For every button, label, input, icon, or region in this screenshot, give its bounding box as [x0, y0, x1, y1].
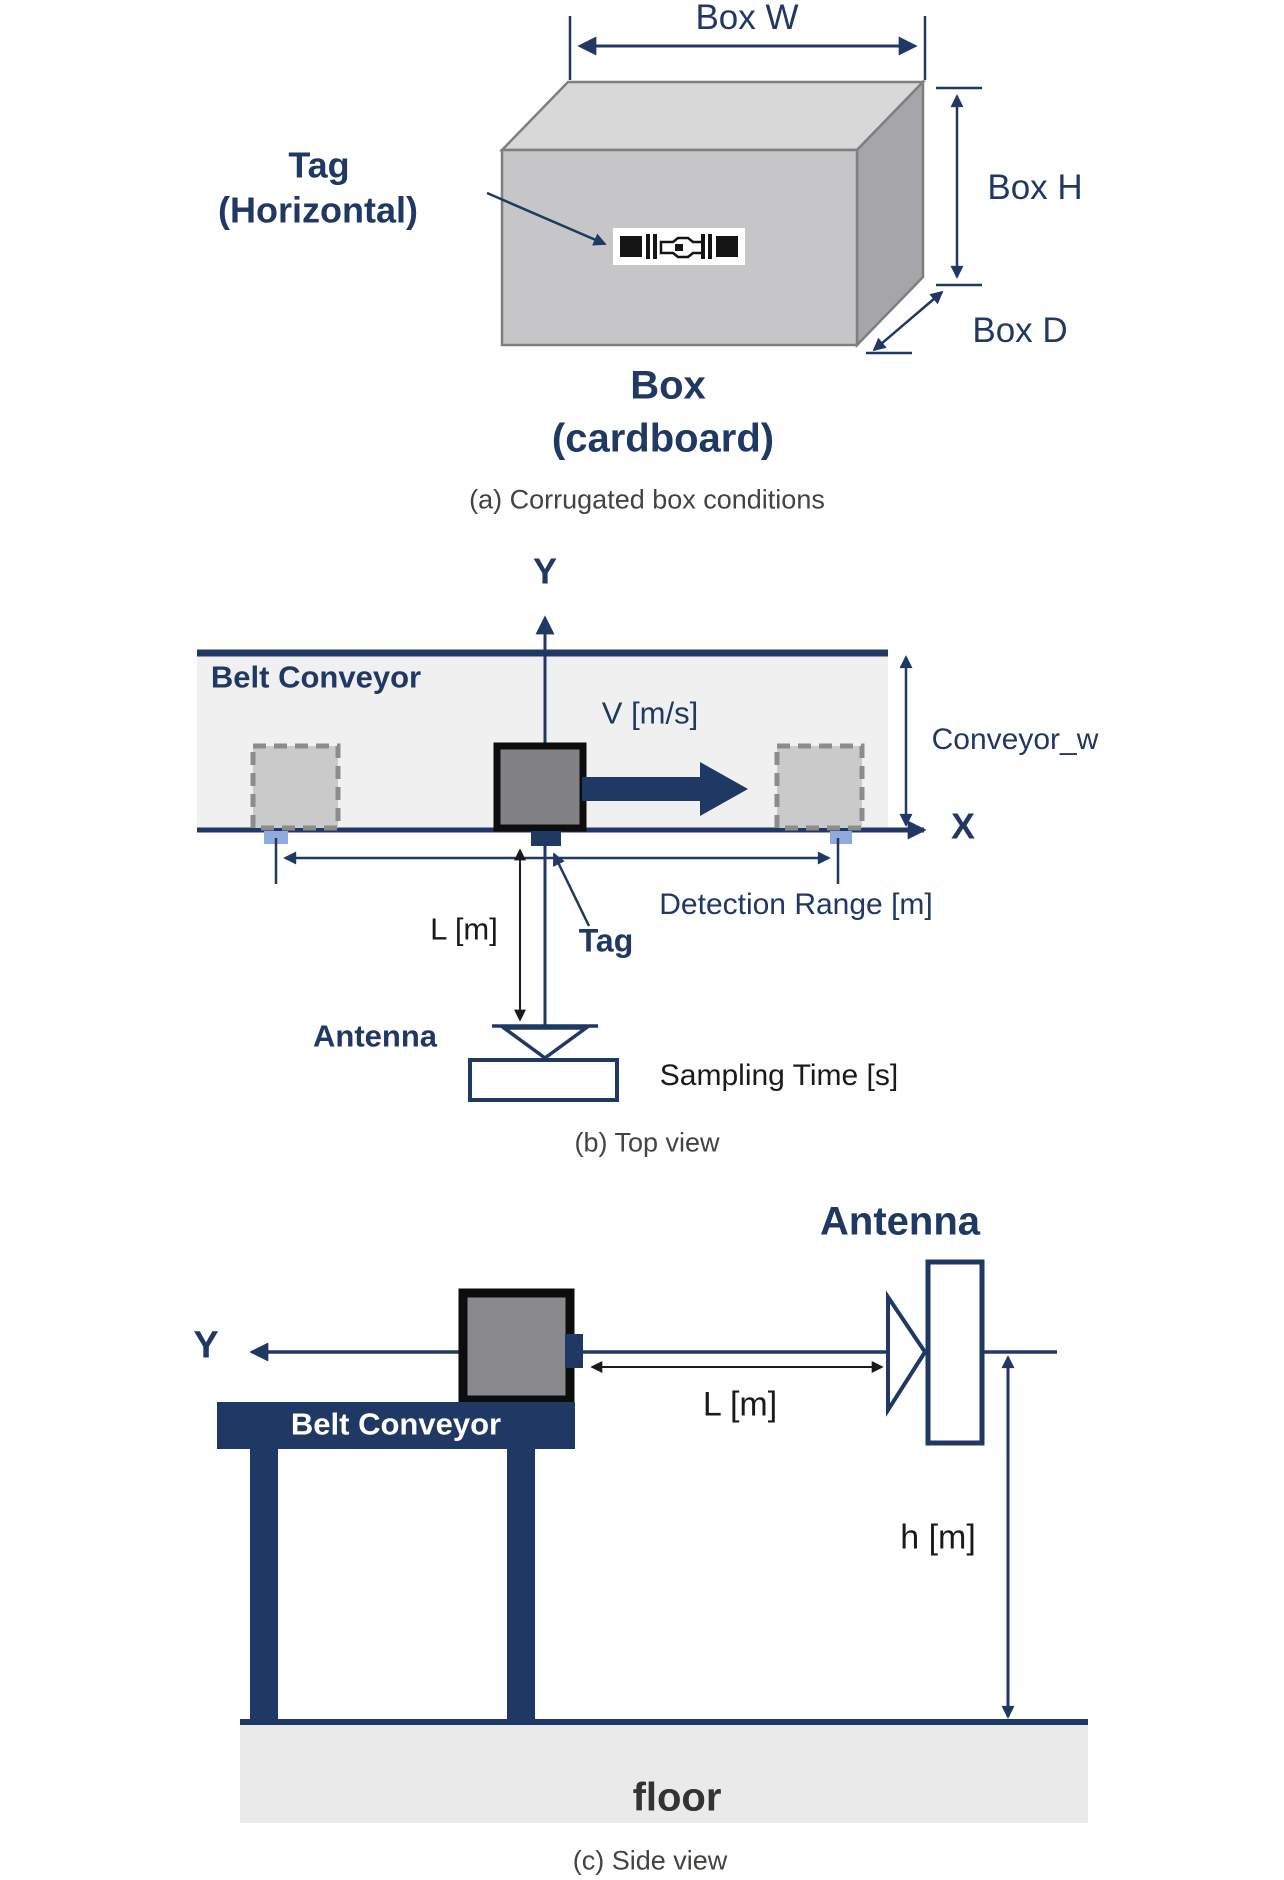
rfid-tag-chip	[675, 244, 683, 251]
tag-callout-line1: Tag	[288, 144, 350, 186]
tag-callout-line2: (Horizontal)	[218, 189, 418, 231]
distance-label-side-view: L [m]	[702, 1385, 778, 1424]
antenna-horn-side-view	[886, 1290, 928, 1417]
box-top-face	[499, 80, 926, 152]
velocity-arrow	[582, 762, 748, 816]
belt-table-top	[217, 1402, 575, 1449]
belt-table-leg-left	[250, 1449, 278, 1722]
box-on-belt-side-view	[458, 1288, 575, 1405]
antenna-horn-top-view	[498, 1026, 592, 1061]
rfid-tag-bar	[653, 234, 657, 259]
cardboard-box-3d	[499, 78, 926, 349]
box-w-label: Box W	[695, 0, 799, 38]
distance-label-top-view: L [m]	[430, 911, 498, 947]
tag-label-top-view: Tag	[578, 922, 634, 959]
tag-marker-side-view	[565, 1334, 583, 1368]
antenna-side-view	[886, 1259, 985, 1446]
rfid-tag-left-pad	[620, 236, 642, 257]
box-d-arrow	[872, 290, 944, 352]
sampling-time-label: Sampling Time [s]	[659, 1058, 899, 1092]
rfid-tag-bar	[708, 234, 712, 259]
ghost-box-right	[774, 743, 865, 831]
height-label: h [m]	[900, 1518, 976, 1557]
detection-marker-right	[830, 831, 852, 844]
rfid-tag-bar	[646, 234, 650, 259]
antenna-top-view	[468, 1024, 619, 1102]
y-axis-label-side-view: Y	[193, 1324, 219, 1367]
belt-table-leg-right	[507, 1449, 535, 1722]
detection-range-label: Detection Range [m]	[659, 887, 933, 921]
box-title-line1: Box	[630, 363, 706, 408]
tag-marker-top-view	[531, 831, 561, 846]
caption-a: (a) Corrugated box conditions	[469, 484, 825, 515]
floor-label: floor	[632, 1775, 722, 1820]
conveyor-width-label: Conveyor_w	[931, 722, 1099, 756]
box-d-dimension	[866, 290, 944, 355]
floor	[240, 1719, 1088, 1823]
y-axis-label-top-view: Y	[532, 550, 558, 592]
tag-pointer-arrow	[552, 852, 591, 927]
velocity-label: V [m/s]	[601, 695, 699, 731]
x-axis-label: X	[950, 805, 976, 847]
antenna-body-side-view	[925, 1259, 985, 1446]
belt-conveyor-table	[217, 1402, 575, 1722]
belt-conveyor-label-top-view: Belt Conveyor	[210, 659, 422, 695]
ghost-box-left	[250, 743, 341, 831]
box-w-dimension	[568, 16, 927, 80]
antenna-label-side-view: Antenna	[820, 1199, 980, 1244]
tag-callout-arrow	[486, 191, 607, 246]
caption-b: (b) Top view	[574, 1127, 720, 1158]
box-title-line2: (cardboard)	[551, 416, 775, 461]
rfid-tag-inlay	[613, 228, 745, 265]
detection-marker-left	[264, 831, 288, 844]
box-d-label: Box D	[972, 311, 1068, 351]
rfid-tag-antenna-loop	[659, 236, 705, 259]
box-h-label: Box H	[987, 168, 1083, 208]
belt-conveyor-label-side-view: Belt Conveyor	[290, 1406, 502, 1442]
box-h-dimension	[936, 86, 982, 287]
floor-surface	[240, 1725, 1088, 1823]
box-on-belt-top-view	[493, 742, 587, 832]
caption-c: (c) Side view	[572, 1845, 728, 1876]
antenna-label-top-view: Antenna	[313, 1018, 437, 1054]
antenna-body-top-view	[468, 1058, 619, 1102]
rfid-tag-right-pad	[716, 236, 738, 257]
